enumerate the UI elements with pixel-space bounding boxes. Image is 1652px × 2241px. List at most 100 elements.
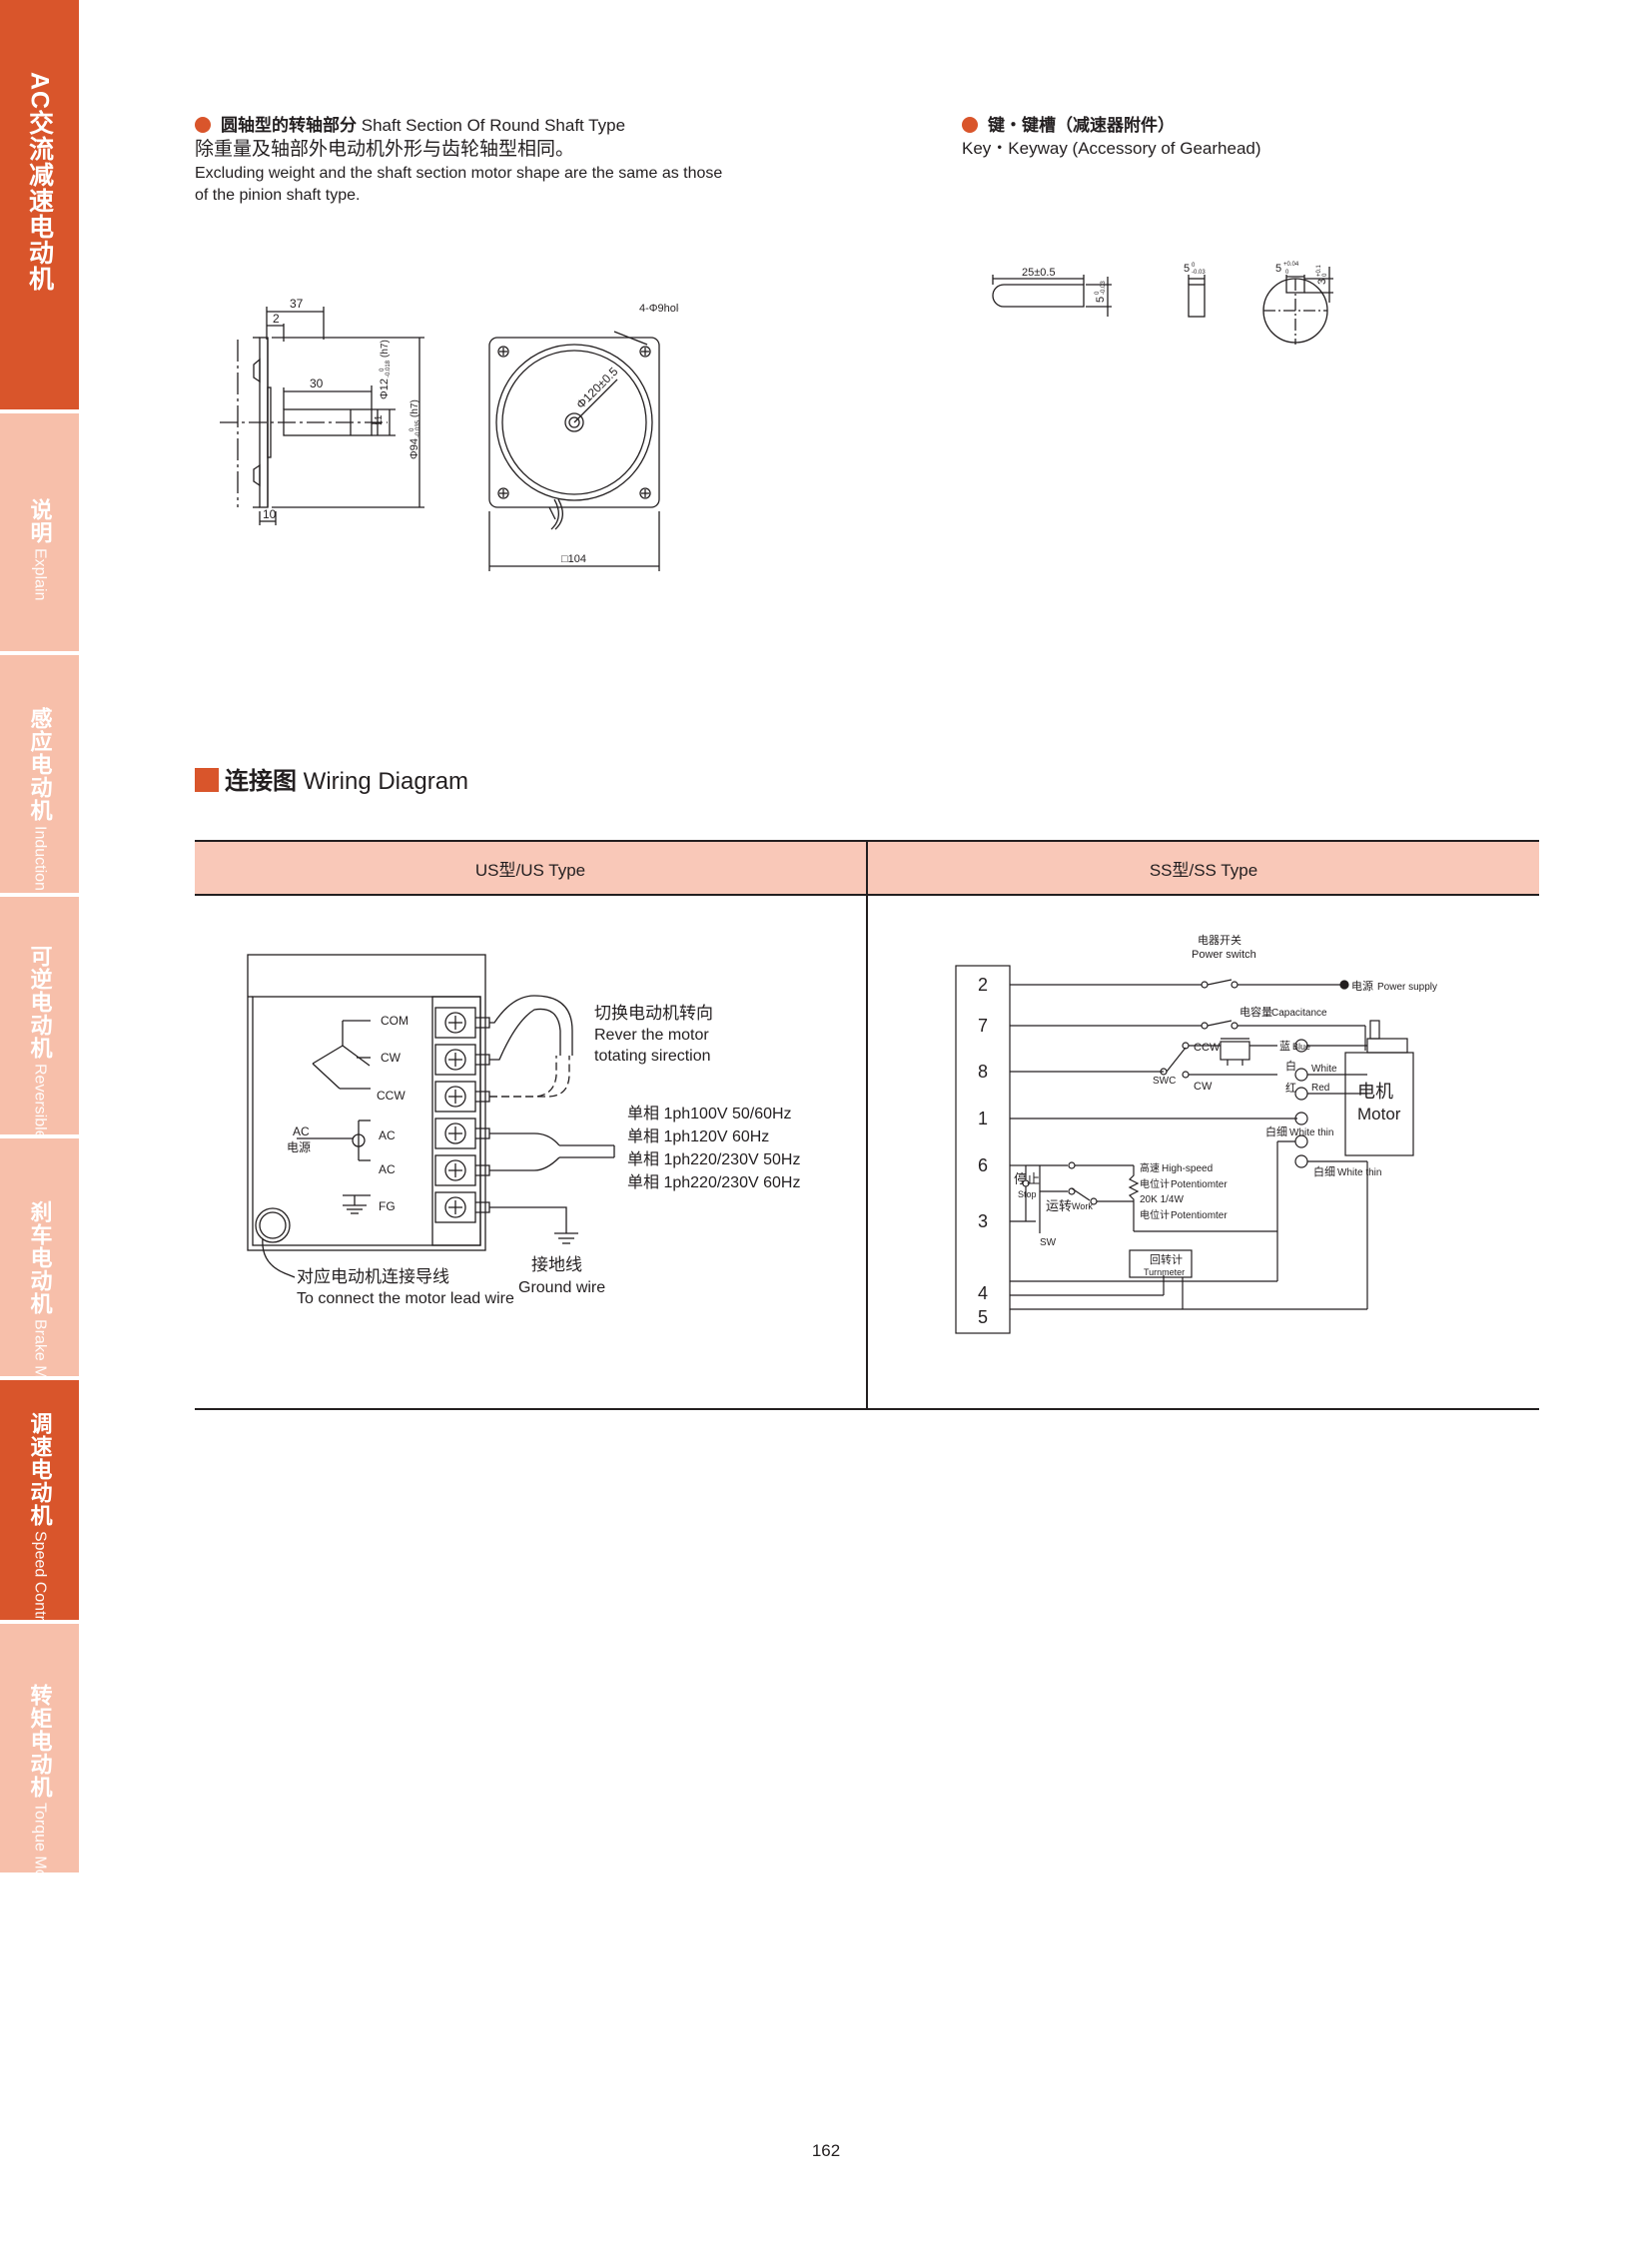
sidebar-item-explain[interactable]: 说明 Explain [0, 413, 79, 651]
dim-phi12-tol: -0.018 [386, 360, 392, 377]
dim-2: 2 [273, 312, 280, 326]
ground-wire-en: Ground wire [518, 1279, 605, 1296]
switch-direction-en1: Rever the motor [594, 1027, 709, 1044]
sidebar-label-cn: 调速电动机 [27, 1412, 53, 1527]
work-en: Work [1072, 1201, 1093, 1211]
key-dim-w2: 5 [1184, 263, 1190, 275]
switch-direction-cn: 切换电动机转向 [594, 1004, 713, 1023]
pin-4: 4 [978, 1283, 988, 1303]
key-section-text: 键・键槽（减速器附件） Key・Keyway (Accessory of Gea… [962, 114, 1461, 160]
white-cn: 白 [1285, 1059, 1296, 1073]
pot-high-speed-en: High-speed [1162, 1163, 1213, 1174]
sidebar-title-block: AC交流减速电动机 [0, 0, 79, 409]
pin-5: 5 [978, 1307, 988, 1327]
wiring-table: US型/US Type SS型/SS Type [195, 840, 1539, 1410]
sidebar-label-en: Torque Motors [31, 1803, 49, 1905]
key-subtitle: Key・Keyway (Accessory of Gearhead) [962, 139, 1261, 158]
key-dim-w1-zero: 0 [1095, 291, 1101, 295]
blue-en: Blue [1292, 1042, 1310, 1052]
pin-6: 6 [978, 1155, 988, 1175]
shaft-section-text: 圆轴型的转轴部分 Shaft Section Of Round Shaft Ty… [195, 114, 834, 207]
stop-en: Stop [1018, 1189, 1037, 1199]
red-en: Red [1311, 1083, 1329, 1094]
turnmeter-en: Turnmeter [1144, 1267, 1185, 1277]
terminal-ccw-label: CCW [377, 1089, 406, 1103]
pin-2: 2 [978, 975, 988, 995]
key-dim-w2-tol: -0.03 [1192, 270, 1206, 276]
bullet-icon [962, 117, 978, 133]
pot-spec: 20K 1/4W [1140, 1194, 1184, 1205]
key-drawing: 25±0.5 5 0 -0.03 5 +0.04 0 5 0 -0.03 3 +… [992, 262, 1333, 345]
sidebar-label-cn: 刹车电动机 [27, 1200, 53, 1315]
swc-label: SWC [1153, 1076, 1176, 1087]
motor-en: Motor [1357, 1105, 1401, 1123]
capacitance-cn: 电容量 [1239, 1005, 1272, 1019]
pin-1: 1 [978, 1109, 988, 1128]
key-dim-depth-tol: +0.1 [1316, 264, 1322, 277]
pin-8: 8 [978, 1062, 988, 1082]
sidebar-label-cn: 可逆电动机 [27, 945, 53, 1060]
key-title: 键・键槽（减速器附件） [988, 116, 1175, 135]
red-cn: 红 [1285, 1082, 1296, 1095]
dim-37: 37 [290, 297, 304, 311]
ac-source-label-cn: 电源 [287, 1140, 311, 1154]
sidebar-item-reversible-motors[interactable]: 可逆电动机 Reversible Motors [0, 897, 79, 1192]
work-cn: 运转 [1046, 1198, 1072, 1213]
power-switch-cn: 电器开关 [1198, 933, 1241, 947]
dim-phi12-zero: 0 [380, 368, 386, 372]
page-number: 162 [811, 2141, 841, 2160]
category-sidebar: AC交流减速电动机 说明 Explain 感应电动机 Induction Mot… [0, 0, 79, 1905]
us-wiring-diagram: COM CW CCW AC AC FG AC 电源 切换电动机转向 Rever … [247, 954, 800, 1307]
dim-30: 30 [310, 376, 324, 390]
dim-phi12: Φ12 [379, 378, 391, 399]
turnmeter-cn: 回转计 [1150, 1252, 1183, 1266]
key-dim-w1-tol: -0.03 [1101, 281, 1107, 295]
sidebar-item-speed-control-motors[interactable]: 调速电动机 Speed Control Motors [0, 1380, 79, 1687]
dim-phi94: Φ94 [409, 438, 420, 459]
ss-wiring-diagram: 2 7 8 1 6 3 4 5 电器开关 Power switch 电源 Pow… [955, 933, 1437, 1334]
pot-high-speed-cn: 高速 [1140, 1161, 1160, 1174]
stop-cn: 停止 [1014, 1171, 1040, 1186]
dim-phi94-zero: 0 [410, 427, 415, 431]
pot-label-cn-2: 电位计 [1140, 1208, 1170, 1221]
ground-wire-cn: 接地线 [531, 1255, 582, 1274]
bullet-icon [195, 117, 211, 133]
lead-wire-en: To connect the motor lead wire [297, 1290, 514, 1307]
wiring-heading-cn: 连接图 [225, 768, 297, 795]
key-dim-w2-zero: 0 [1192, 263, 1196, 269]
dim-square: □104 [561, 553, 586, 565]
supply-line-1: 单相 1ph100V 50/60Hz [627, 1105, 792, 1122]
power-switch-en: Power switch [1192, 949, 1256, 961]
ss-type-header: SS型/SS Type [868, 842, 1539, 894]
cw-label: CW [1194, 1081, 1213, 1093]
ac-source-label: AC [293, 1124, 310, 1138]
white-thin-en-1: White thin [1289, 1127, 1333, 1138]
key-dim-w3-zero: 0 [1285, 270, 1289, 276]
shaft-drawing: 37 2 30 10 4-Φ9hole □104 Φ120±0.5 11 Φ12… [220, 297, 679, 571]
dim-holes: 4-Φ9hole [639, 303, 679, 315]
switch-direction-en2: totating sirection [594, 1048, 711, 1065]
table-bottom-rule [195, 1408, 1539, 1410]
shaft-desc-cn: 除重量及轴部外电动机外形与齿轮轴型相同。 [195, 139, 575, 160]
dim-10: 10 [263, 507, 277, 521]
supply-line-3: 单相 1ph220/230V 50Hz [627, 1150, 800, 1168]
capacitance-en: Capacitance [1271, 1008, 1327, 1019]
dim-pcd: Φ120±0.5 [573, 365, 621, 412]
shaft-title-en: Shaft Section Of Round Shaft Type [361, 116, 626, 135]
sidebar-item-torque-motors[interactable]: 转矩电动机 Torque Motors [0, 1624, 79, 1905]
sidebar-item-label: 转矩电动机 Torque Motors [24, 1684, 56, 1905]
sidebar-label-cn: 感应电动机 [27, 707, 53, 822]
blue-cn: 蓝 [1279, 1040, 1290, 1053]
sidebar-label-cn: 转矩电动机 [27, 1684, 53, 1799]
white-en: White [1311, 1064, 1337, 1075]
sidebar-title: AC交流减速电动机 [25, 72, 54, 293]
key-dim-w3-tol: +0.04 [1283, 262, 1299, 268]
terminal-ac1-label: AC [379, 1128, 396, 1142]
dim-phi94-tol: -0.035 [415, 419, 421, 437]
sidebar-item-brake-motors[interactable]: 刹车电动机 Brake Motors [0, 1138, 79, 1415]
terminal-cw-label: CW [381, 1051, 402, 1065]
table-column-divider [866, 842, 868, 1408]
sidebar-item-induction-motor[interactable]: 感应电动机 Induction Motor [0, 655, 79, 937]
pin-7: 7 [978, 1016, 988, 1036]
heading-square-icon [195, 768, 219, 792]
